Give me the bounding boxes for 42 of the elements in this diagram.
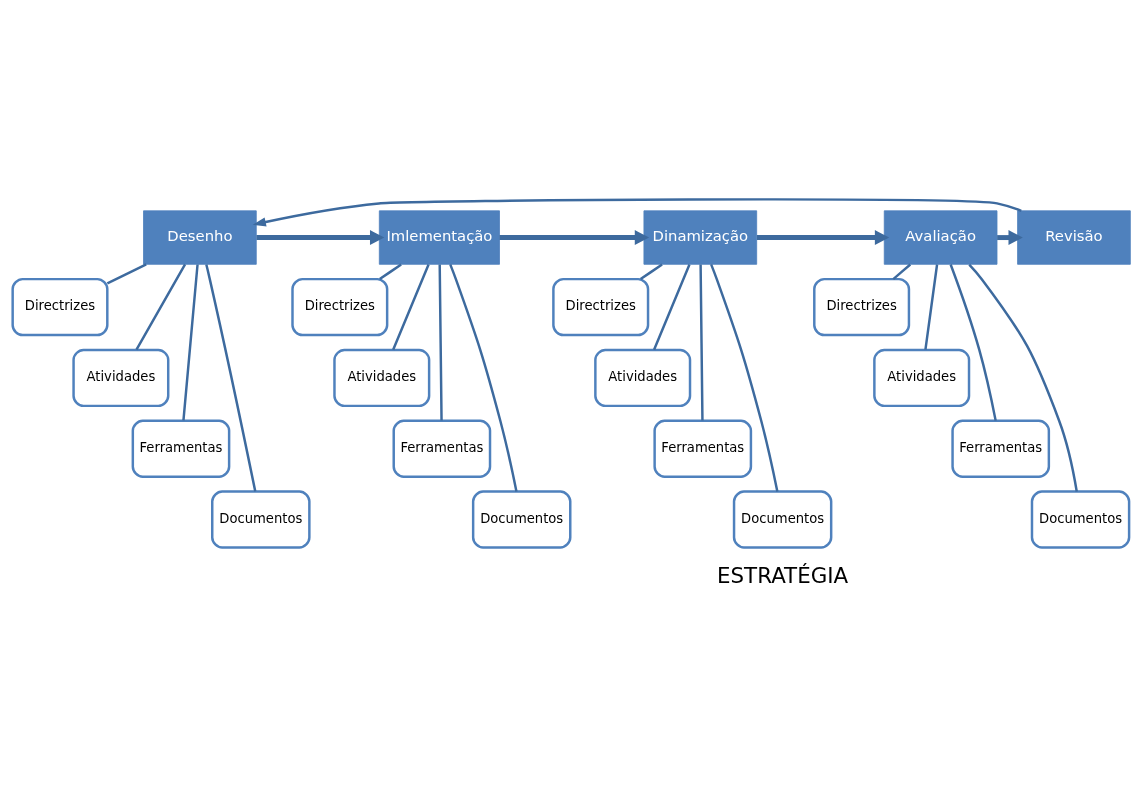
node-box: Revisão — [1017, 210, 1131, 265]
node-box: Atividades — [873, 348, 971, 408]
node-box: Atividades — [594, 348, 692, 408]
connector — [379, 263, 402, 281]
connector — [639, 263, 663, 281]
arrow — [756, 230, 890, 246]
connector — [392, 264, 430, 351]
node-box: Documentos — [732, 490, 833, 549]
node-box: Imlementação — [378, 210, 500, 265]
arrow — [499, 230, 650, 246]
connector — [106, 263, 147, 285]
node-box: Ferramentas — [392, 419, 492, 478]
connector — [892, 263, 912, 280]
arrow — [252, 198, 1022, 227]
connector — [135, 263, 187, 351]
node-box: Avaliação — [883, 210, 998, 265]
node-box: Directrizes — [813, 277, 911, 337]
node-box: Documentos — [471, 490, 572, 549]
node-box: Desenho — [143, 210, 257, 265]
connector — [710, 263, 779, 492]
node-box: Directrizes — [11, 277, 109, 337]
node-box: Atividades — [333, 348, 431, 408]
arrow — [256, 230, 385, 246]
node-box: Documentos — [1030, 490, 1131, 549]
node-box: Atividades — [72, 348, 170, 408]
node-box: Ferramentas — [951, 419, 1051, 478]
node-box: Ferramentas — [131, 419, 231, 478]
connector — [949, 264, 997, 421]
node-box: Documentos — [211, 490, 311, 549]
connector — [924, 264, 939, 350]
connector — [449, 263, 518, 492]
connector — [699, 264, 704, 421]
connector — [652, 264, 691, 351]
node-box: Ferramentas — [653, 419, 753, 478]
node-box: Directrizes — [552, 277, 650, 337]
connector — [968, 263, 1078, 492]
node-box: Dinamização — [643, 210, 758, 265]
connector — [182, 264, 199, 421]
node-box: Directrizes — [291, 277, 389, 337]
connector — [205, 264, 257, 492]
connector — [438, 264, 443, 421]
label: ESTRATÉGIA — [717, 562, 849, 588]
